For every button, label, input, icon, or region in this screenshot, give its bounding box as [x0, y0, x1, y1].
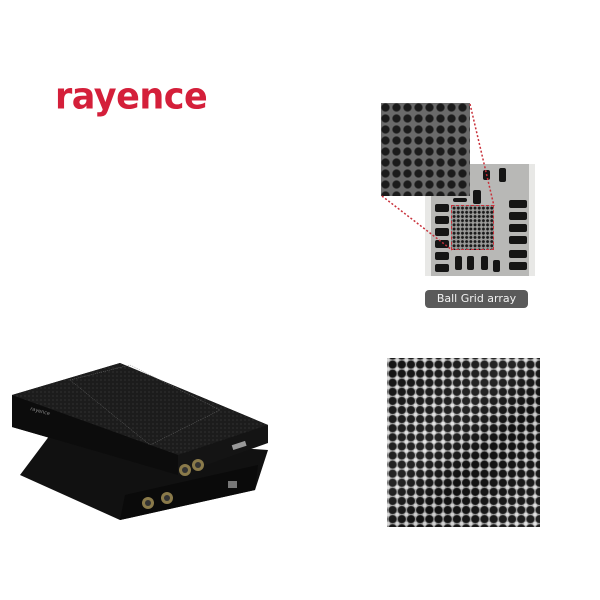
xray-detector-device-image: rayence — [12, 363, 268, 520]
logo-text: rayence — [55, 75, 208, 118]
bga-highlight-box — [451, 205, 494, 250]
bga-caption-badge: Ball Grid array — [425, 290, 528, 308]
bga-xray-detail-image — [387, 358, 540, 527]
svg-text:rayence: rayence — [29, 406, 50, 417]
rayence-logo: rayence — [55, 75, 208, 118]
bga-magnified-inset — [381, 103, 470, 196]
